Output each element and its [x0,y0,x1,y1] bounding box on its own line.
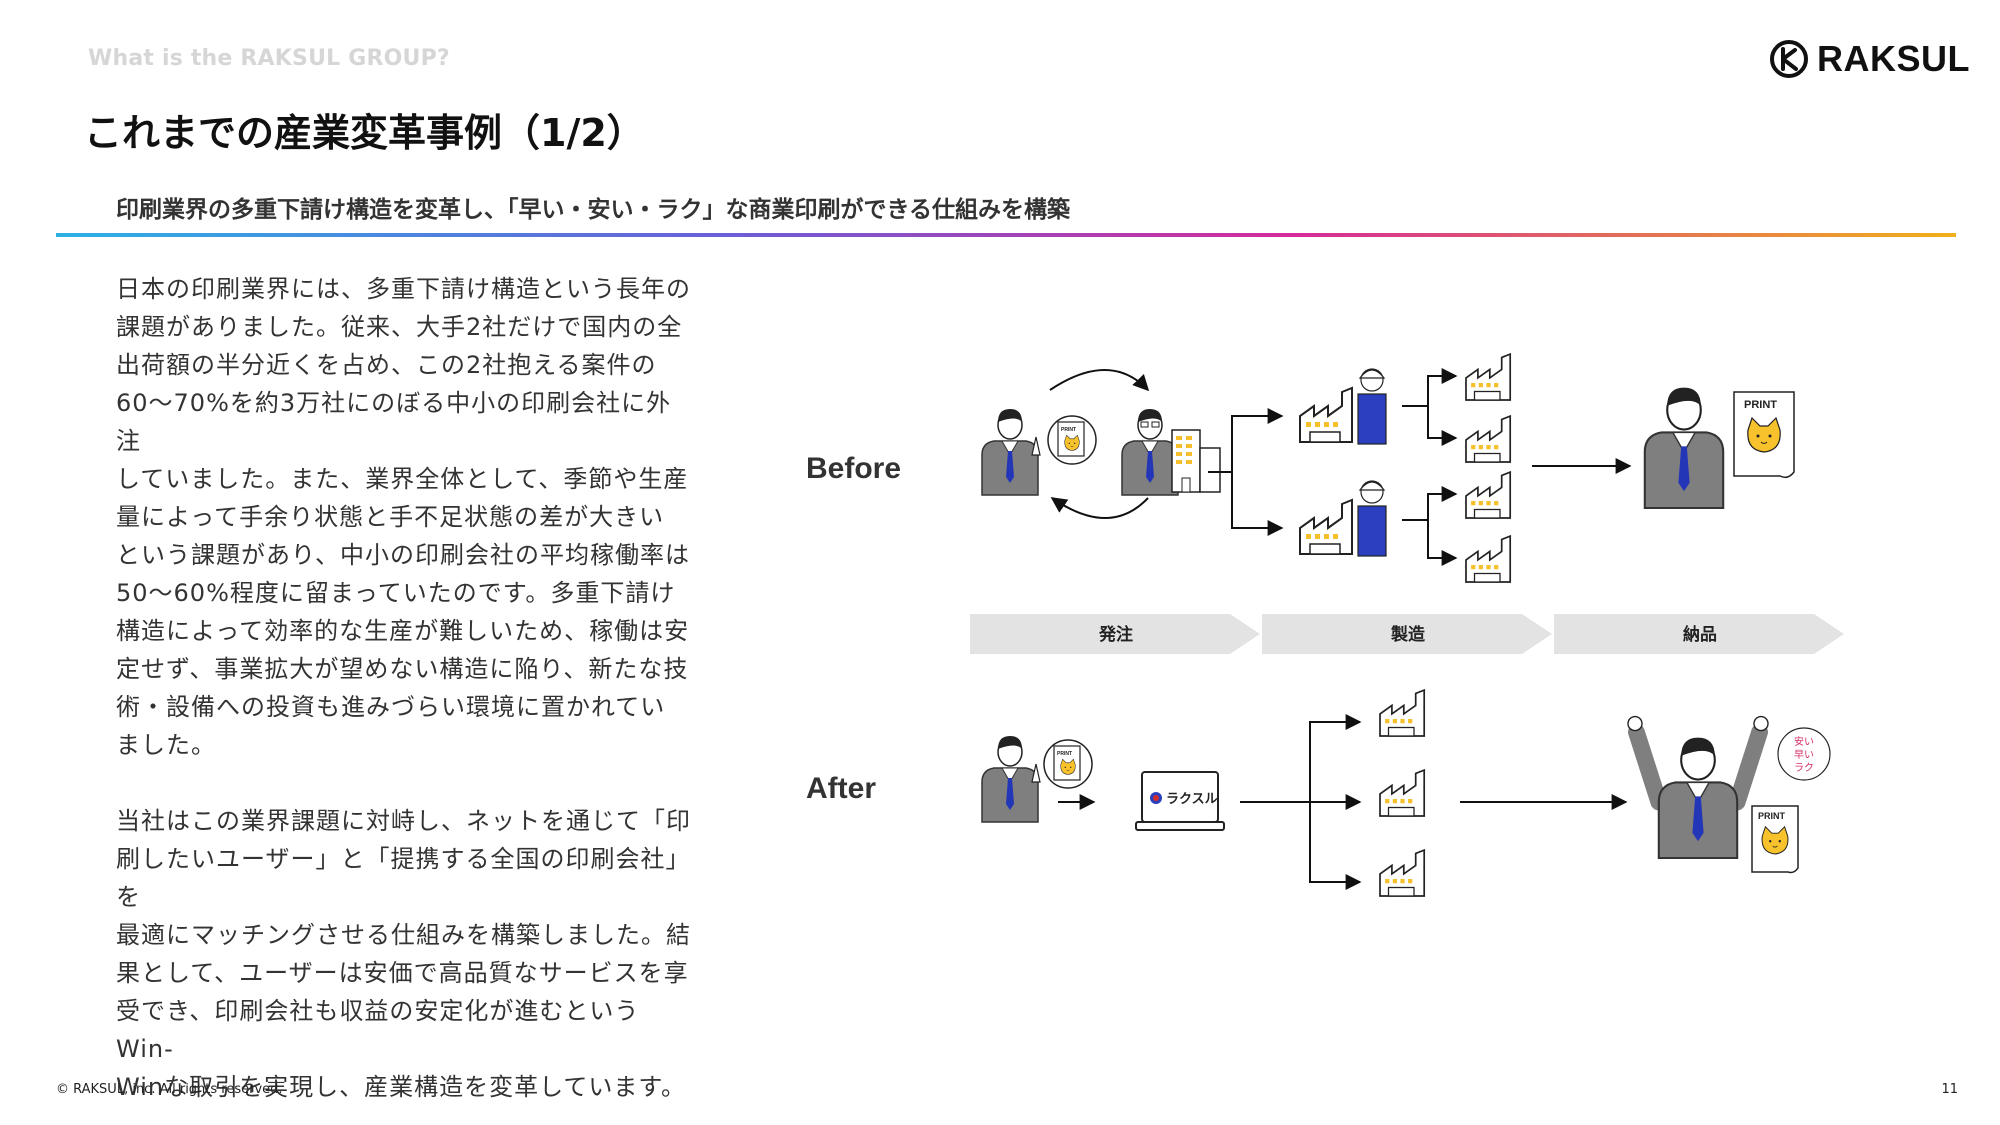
paragraph-line: 日本の印刷業界には、多重下請け構造という長年の [116,275,691,303]
partner-factory-icon [1379,689,1426,737]
step-delivery-label: 納品 [1683,624,1717,645]
paragraph-line: 構造によって効率的な生産が難しいため、稼働は安 [116,617,690,645]
small-print-label: PRINT [1057,751,1072,757]
paragraph-line: 果として、ユーザーは安価で高品質なサービスを享 [116,959,689,987]
paragraph-line: 50〜60%程度に留まっていたのです。多重下請け [116,579,676,607]
paragraph-line: 出荷額の半分近くを占め、この2社抱える案件の [116,351,657,379]
subcontract-line-top [1402,368,1458,407]
page-title: これまでの産業変革事例（1/2） [84,111,645,155]
step-delivery-chevron [1554,614,1844,654]
subcontract-factory-icon [1465,471,1512,519]
before-branch-line-1 [1208,408,1284,473]
paragraph-line: 術・設備への投資も進みづらい環境に置かれてい [116,693,666,721]
before-print-flyer-icon: PRINT [1733,391,1795,479]
speech-bubble: 安い 早い ラク [1777,727,1831,781]
print-flyer-label: PRINT [1758,811,1786,821]
step-manufacture-label: 製造 [1390,624,1426,645]
accent-gradient-divider [56,233,1956,237]
paragraph-line: 60〜70%を約3万社にのぼる中小の印刷会社に外注 [116,389,672,455]
laptop-raksul-icon: ラクスル [1135,771,1225,831]
before-cycle-arrow-bottom [1050,497,1149,519]
bubble-line-cheap: 安い [1794,735,1814,748]
subcontract-factory-icon [1465,415,1512,463]
after-branch-line-top [1309,714,1362,802]
body-paragraph-2: 当社はこの業界課題に対峙し、ネットを通じて「印 刷したいユーザー」と「提携する全… [116,802,696,1106]
before-recipient-person [1643,386,1725,510]
after-client-person [981,735,1041,823]
paragraph-line: 当社はこの業界課題に対峙し、ネットを通じて「印 [116,807,691,835]
primary-factory-bottom-icon [1299,499,1353,555]
factory-worker-top [1357,368,1387,445]
after-branch-line-bottom [1309,802,1362,890]
subcontract-line-top-2 [1427,406,1458,446]
paragraph-line: 刷したいユーザー」と「提携する全国の印刷会社」を [116,845,691,911]
subcontract-line-bottom [1402,486,1458,521]
paragraph-line: Winな取引を実現し、産業構造を変革しています。 [116,1073,686,1101]
small-print-label: PRINT [1061,427,1076,433]
subcontract-factory-icon [1465,353,1512,401]
raksul-logo-mark-icon [1770,40,1808,78]
bubble-line-fast: 早い [1794,749,1814,761]
step-manufacture-chevron [1262,614,1552,654]
after-print-flyer-icon: PRINT [1751,805,1799,874]
paragraph-line: 受でき、印刷会社も収益の安定化が進むというWin- [116,997,640,1063]
broker-office-building-icon [1171,429,1221,493]
before-branch-line-2 [1231,472,1284,536]
before-label: Before [806,452,901,485]
page-subtitle: 印刷業界の多重下請け構造を変革し、「早い・安い・ラク」な商業印刷ができる仕組みを… [116,197,1071,223]
section-label: What is the RAKSUL GROUP? [88,46,450,71]
paragraph-line: 量によって手余り状態と手不足状態の差が大きい [116,503,665,531]
process-diagram: Before After PRINT [806,353,1844,897]
print-flyer-label: PRINT [1744,399,1777,411]
after-happy-recipient [1627,715,1769,860]
bubble-line-easy: ラク [1794,762,1814,774]
body-text: 日本の印刷業界には、多重下請け構造という長年の 課題がありました。従来、大手2社… [116,270,696,1106]
process-step-bar: 発注 製造 納品 [970,614,1844,654]
primary-factory-top-icon [1299,387,1353,443]
factory-worker-bottom [1357,480,1387,557]
subcontract-factory-icon [1465,535,1512,583]
paragraph-line: していました。また、業界全体として、季節や生産 [116,465,689,493]
paragraph-line: 最適にマッチングさせる仕組みを構築しました。結 [116,921,691,949]
paragraph-line: という課題があり、中小の印刷会社の平均稼働率は [116,541,691,569]
before-broker-person [1121,408,1179,496]
before-cycle-arrow-top [1049,369,1150,392]
partner-factory-icon [1379,849,1426,897]
after-print-order-icon: PRINT [1043,739,1093,789]
partner-factory-icon [1379,769,1426,817]
raksul-logo: RAKSUL [1769,38,1970,80]
step-order-label: 発注 [1098,624,1133,645]
copyright: © RAKSUL, inc. All rights reserved. [56,1082,283,1097]
logo-text: RAKSUL [1817,38,1970,79]
before-client-person [981,408,1041,496]
after-label: After [806,772,876,805]
before-print-order-icon: PRINT [1047,415,1097,465]
page-number: 11 [1941,1082,1958,1097]
paragraph-line: ました。 [116,731,216,759]
step-order-chevron [970,614,1260,654]
raksul-service-logo-text: ラクスル [1166,792,1218,807]
paragraph-line: 定せず、事業拡大が望めない構造に陥り、新たな技 [116,655,689,683]
body-paragraph-1: 日本の印刷業界には、多重下請け構造という長年の 課題がありました。従来、大手2社… [116,270,696,764]
paragraph-line: 課題がありました。従来、大手2社だけで国内の全 [116,313,683,341]
subcontract-line-bottom-2 [1427,520,1458,566]
